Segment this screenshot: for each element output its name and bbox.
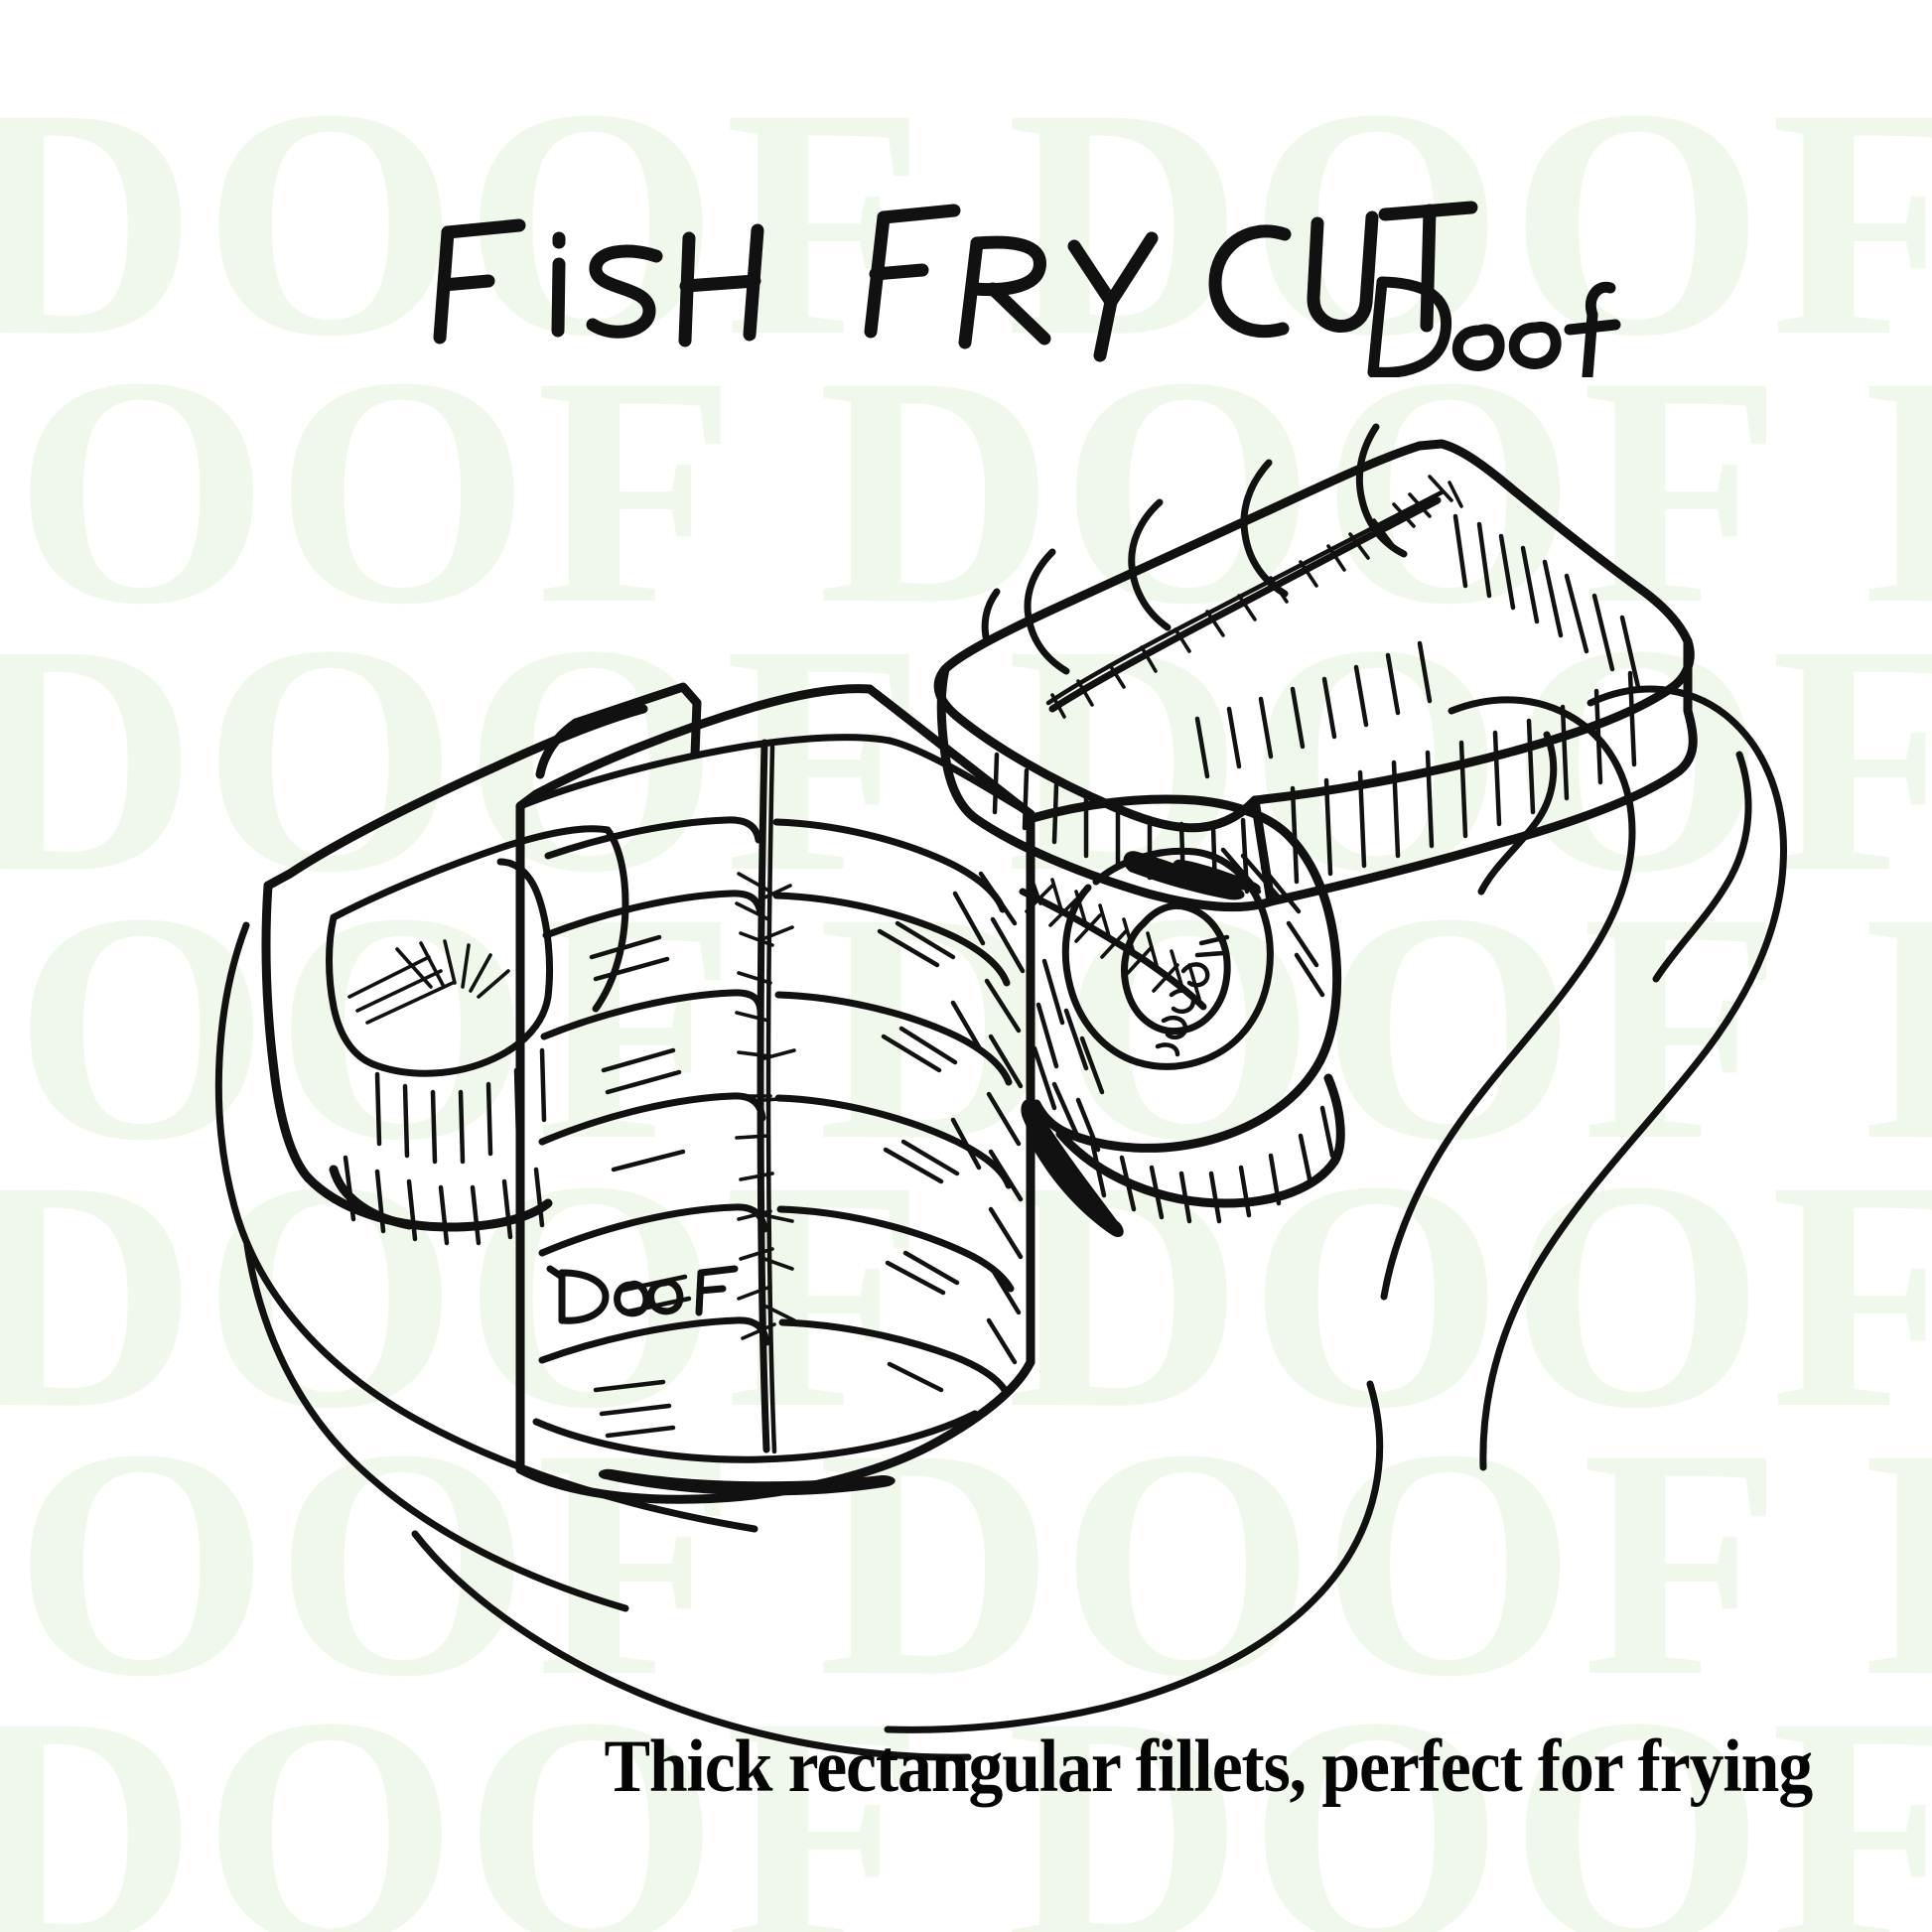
left-fillet <box>261 704 648 1246</box>
surface-contour-lines <box>214 685 1787 1761</box>
right-fillet <box>1019 794 1345 1238</box>
top-right-fillet <box>933 423 1698 911</box>
background-curves-right <box>1477 731 1752 983</box>
caption-text: Thick rectangular fillets, perfect for f… <box>604 1725 1813 1808</box>
doof-stamp-marking <box>546 1265 739 1324</box>
center-fillet <box>515 682 1035 1504</box>
